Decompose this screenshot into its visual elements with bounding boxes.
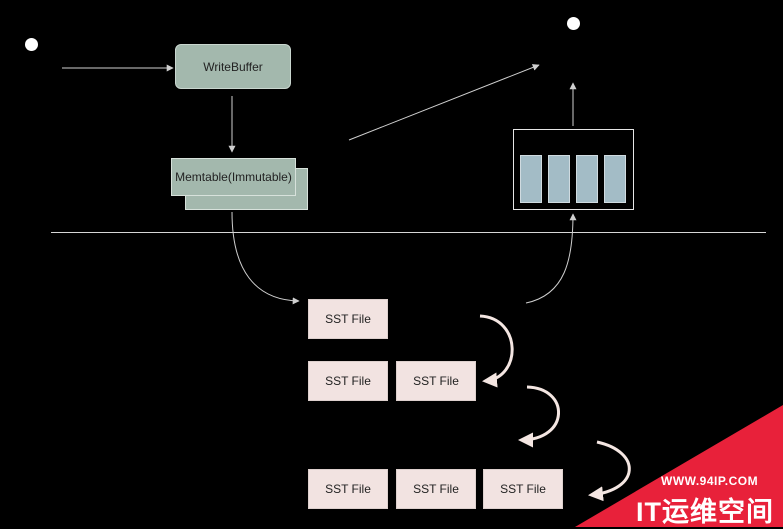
write-start-dot xyxy=(25,38,38,51)
sst-file-label: SST File xyxy=(413,374,459,388)
watermark-url: WWW.94IP.COM xyxy=(661,474,759,488)
writebuffer-node: WriteBuffer xyxy=(175,44,291,89)
sst-file-label: SST File xyxy=(325,482,371,496)
sst-file-node: SST File xyxy=(308,361,388,401)
cache-block xyxy=(520,155,542,203)
writebuffer-label: WriteBuffer xyxy=(203,59,263,74)
cache-block xyxy=(576,155,598,203)
arrow-flush-to-sst xyxy=(231,211,300,305)
memtable-label: Memtable(Immutable) xyxy=(175,170,292,184)
arrow-compaction-level2 xyxy=(588,440,631,502)
sst-file-label: SST File xyxy=(325,312,371,326)
sst-file-node: SST File xyxy=(396,469,476,509)
arrow-memtable-to-read xyxy=(348,64,540,141)
sst-file-node: SST File xyxy=(483,469,563,509)
arrow-compaction-level1 xyxy=(518,385,560,448)
memtable-node: Memtable(Immutable) xyxy=(171,158,296,196)
block-cache xyxy=(513,129,634,210)
sst-file-node: SST File xyxy=(308,299,388,339)
watermark-name: IT运维空间 xyxy=(636,497,774,527)
read-end-dot xyxy=(567,17,580,30)
memory-disk-divider xyxy=(51,232,766,233)
watermark-triangle xyxy=(575,405,783,527)
cache-block xyxy=(548,155,570,203)
arrow-sst-to-cache xyxy=(525,213,577,304)
sst-file-label: SST File xyxy=(500,482,546,496)
sst-file-label: SST File xyxy=(325,374,371,388)
sst-file-node: SST File xyxy=(308,469,388,509)
sst-file-node: SST File xyxy=(396,361,476,401)
arrow-compaction-level0 xyxy=(479,314,514,388)
cache-block xyxy=(604,155,626,203)
sst-file-label: SST File xyxy=(413,482,459,496)
